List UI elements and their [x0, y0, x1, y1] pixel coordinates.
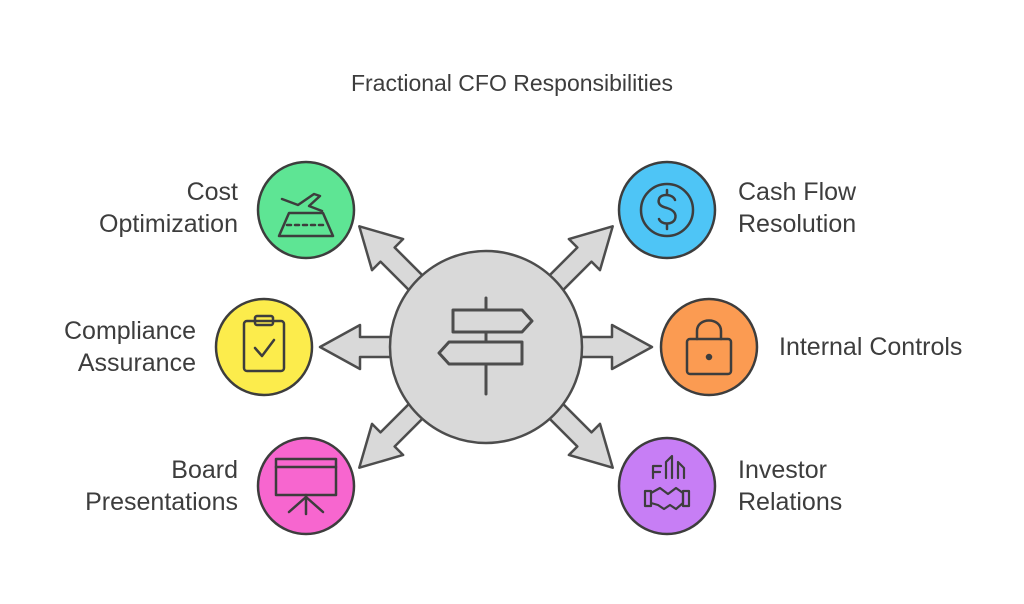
cost-optimization-label: Cost Optimization: [99, 178, 238, 238]
investor-relations-label: Investor Relations: [738, 456, 843, 516]
clipboard-check-icon: [242, 314, 286, 373]
dollar-coin-icon: [639, 182, 695, 238]
runway-plane-icon: [277, 192, 335, 238]
investor-relations-node: [617, 436, 717, 536]
diagram-title: Fractional CFO Responsibilities: [350, 70, 674, 96]
handshake-icon: [643, 454, 691, 511]
cash-flow-resolution-label: Cash Flow Resolution: [738, 178, 857, 238]
center-hub: [388, 249, 584, 445]
compliance-assurance-node: [214, 297, 314, 397]
cost-optimization-node: [256, 160, 356, 260]
internal-controls-node: [659, 297, 759, 397]
padlock-icon: [685, 319, 733, 376]
board-presentations-node: [256, 436, 356, 536]
cash-flow-resolution-node: [617, 160, 717, 260]
internal-controls-label: Internal Controls: [779, 333, 963, 361]
signpost-icon: [437, 296, 534, 396]
presentation-board-icon: [274, 457, 338, 516]
compliance-assurance-label: Compliance Assurance: [63, 317, 196, 377]
board-presentations-label: Board Presentations: [85, 456, 238, 516]
